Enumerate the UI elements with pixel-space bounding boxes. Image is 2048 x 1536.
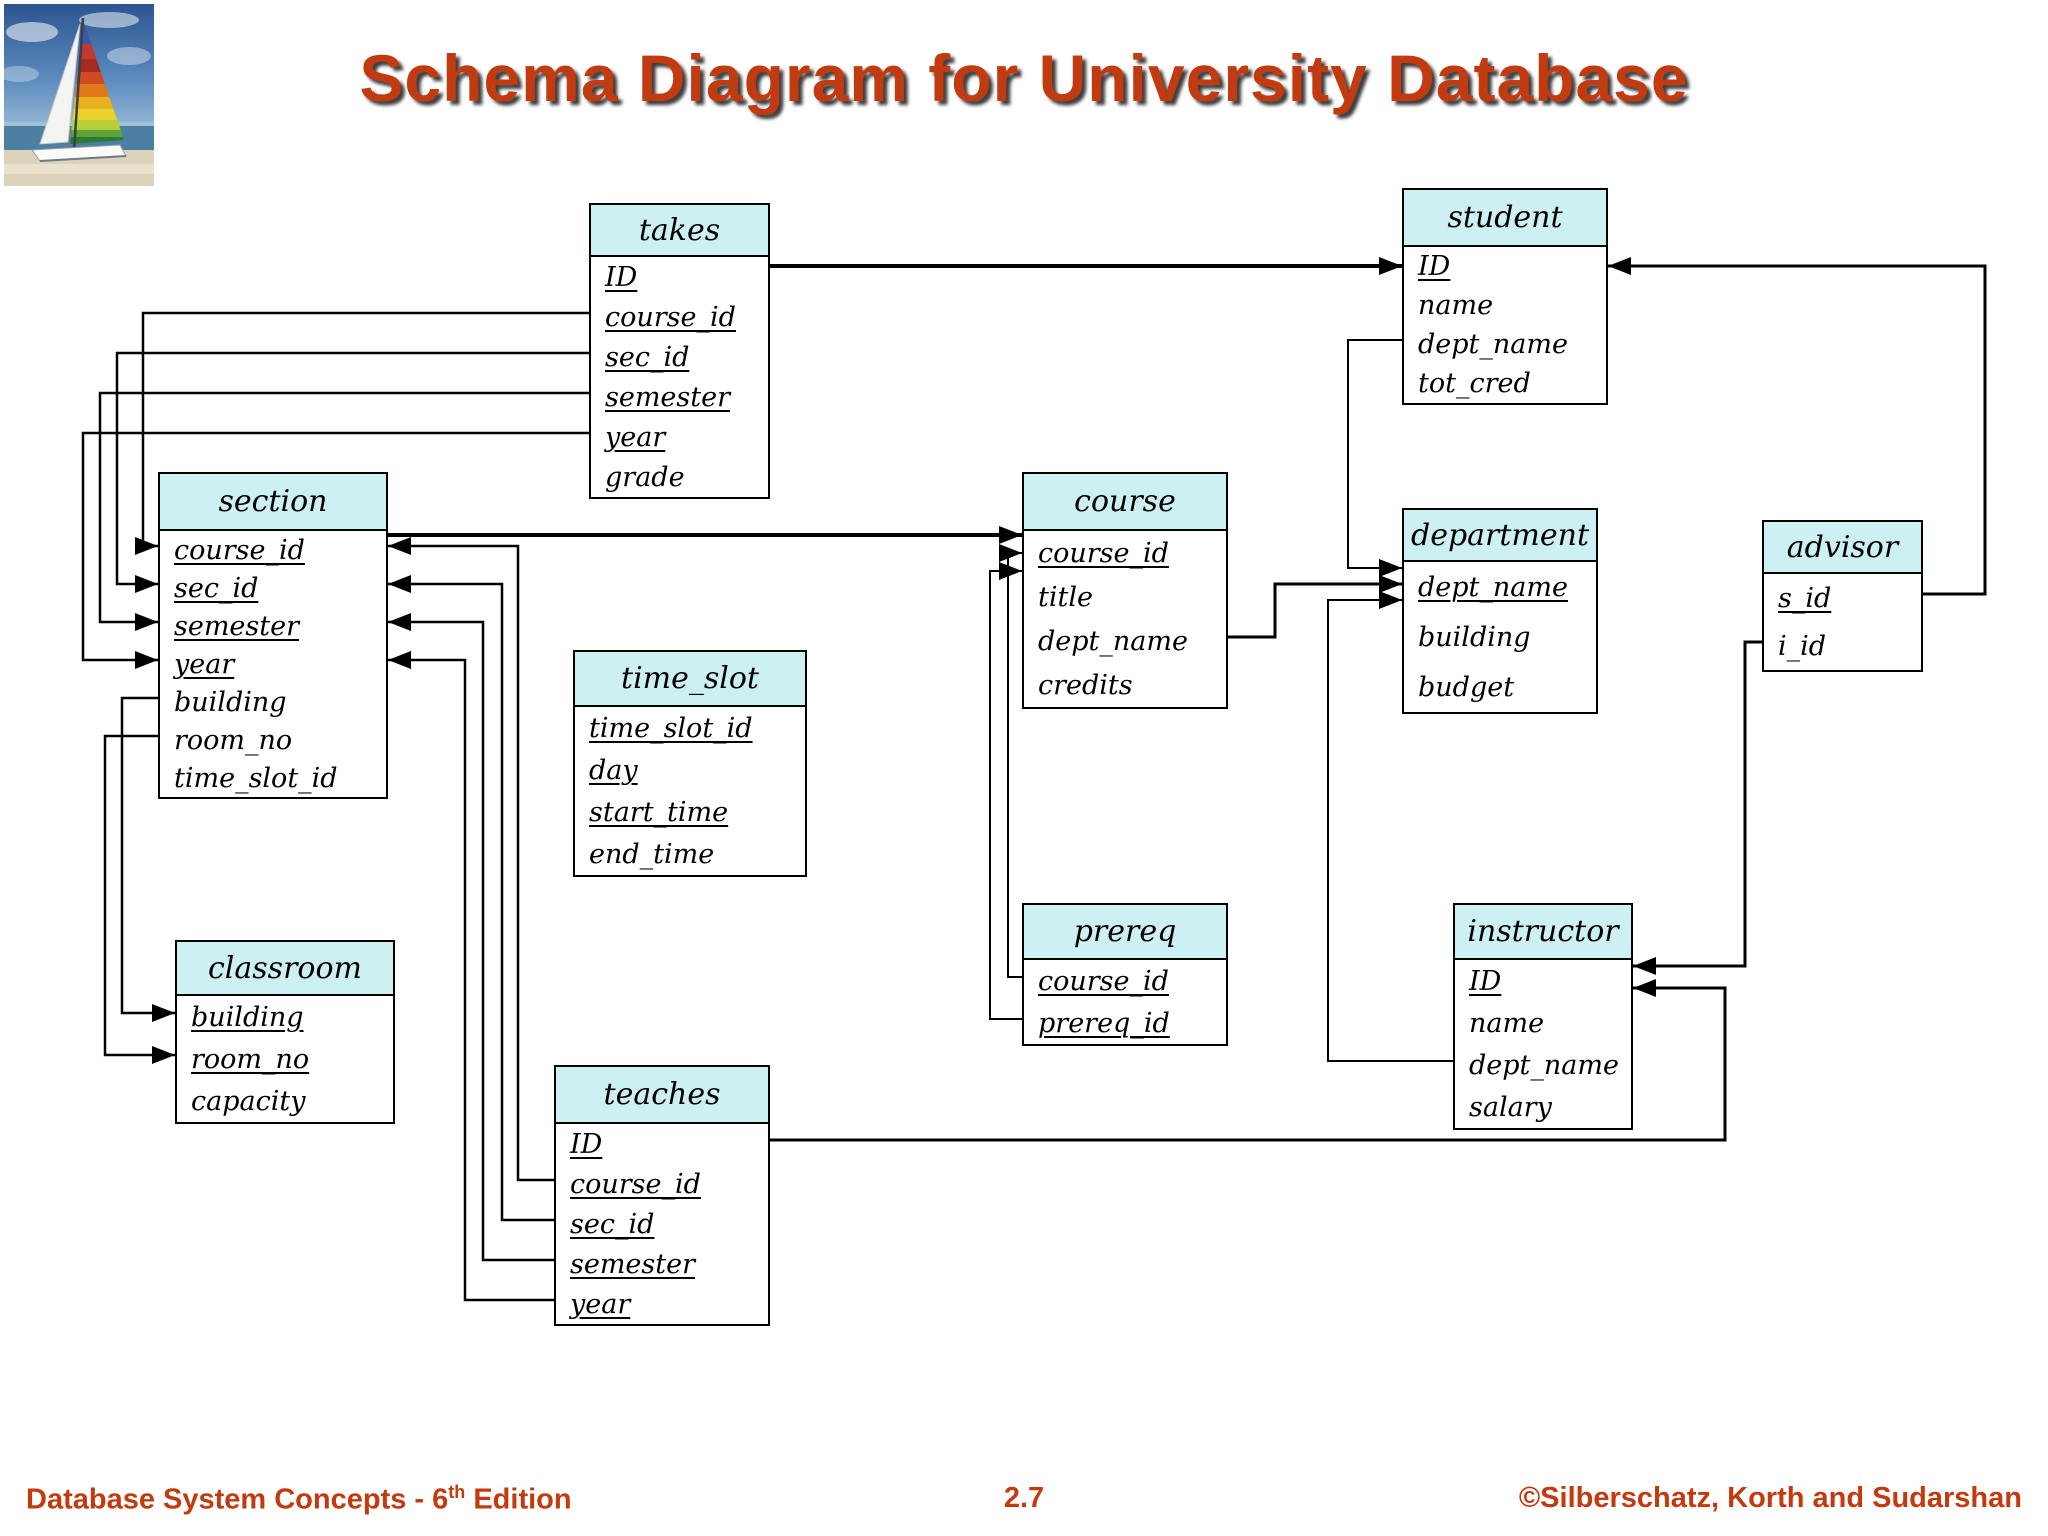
table-header-classroom: classroom bbox=[177, 942, 393, 996]
table-header-advisor: advisor bbox=[1764, 522, 1921, 574]
attribute-course-title: title bbox=[1038, 581, 1093, 613]
relationship-teaches.semester-to-section.semester bbox=[388, 613, 554, 1262]
table-header-teaches: teaches bbox=[556, 1067, 768, 1124]
table-header-instructor: instructor bbox=[1455, 905, 1631, 960]
attribute-takes-semester: semester bbox=[605, 381, 731, 413]
attribute-student-ID: ID bbox=[1418, 251, 1451, 282]
attribute-section-time_slot_id: time_slot_id bbox=[174, 762, 338, 794]
relationship-teaches.year-to-section.year bbox=[388, 651, 554, 1302]
relationship-teaches.sec_id-to-section.sec_id bbox=[388, 575, 554, 1222]
attribute-instructor-dept_name: dept_name bbox=[1469, 1049, 1619, 1081]
attribute-section-room_no: room_no bbox=[174, 724, 293, 756]
attribute-time_slot-start_time: start_time bbox=[589, 796, 729, 828]
sailboat-photo bbox=[4, 4, 154, 186]
table-header-prereq: prereq bbox=[1024, 905, 1226, 960]
attribute-classroom-building: building bbox=[191, 1001, 304, 1033]
attribute-section-course_id: course_id bbox=[174, 534, 305, 566]
relationship-teaches.course_id-to-section.course_id bbox=[388, 537, 554, 1182]
attribute-takes-ID: ID bbox=[605, 261, 638, 293]
attribute-teaches-course_id: course_id bbox=[570, 1168, 701, 1200]
footer-copyright: ©Silberschatz, Korth and Sudarshan bbox=[1518, 1482, 2022, 1514]
attribute-course-credits: credits bbox=[1038, 669, 1133, 701]
attribute-section-semester: semester bbox=[174, 610, 300, 642]
attribute-instructor-name: name bbox=[1469, 1007, 1545, 1039]
footer-book-title: Database System Concepts - 6th Edition bbox=[26, 1482, 572, 1516]
attribute-department-dept_name: dept_name bbox=[1418, 571, 1568, 603]
relationship-prereq.course_id-to-course.course_id bbox=[999, 544, 1022, 978]
attribute-teaches-year: year bbox=[570, 1288, 631, 1320]
attribute-student-name: name bbox=[1418, 290, 1494, 321]
attribute-takes-sec_id: sec_id bbox=[605, 341, 690, 373]
relationship-course.dept_name-to-department.dept_name bbox=[1228, 575, 1402, 639]
attribute-time_slot-end_time: end_time bbox=[589, 838, 715, 870]
attribute-section-year: year bbox=[174, 648, 235, 680]
attribute-department-building: building bbox=[1418, 621, 1531, 653]
table-department: department dept_name building budget bbox=[1402, 508, 1598, 714]
attribute-prereq-course_id: course_id bbox=[1038, 965, 1169, 997]
attribute-prereq-prereq_id: prereq_id bbox=[1038, 1007, 1170, 1039]
edition-superscript: th bbox=[448, 1482, 466, 1502]
relationship-prereq.prereq_id-to-course.course_id bbox=[989, 562, 1022, 1020]
table-advisor: advisor s_id i_id bbox=[1762, 520, 1923, 672]
page-number: 2.7 bbox=[1003, 1482, 1045, 1514]
attribute-advisor-s_id: s_id bbox=[1778, 582, 1832, 614]
attribute-teaches-ID: ID bbox=[570, 1128, 603, 1160]
attribute-student-tot_cred: tot_cred bbox=[1418, 368, 1531, 399]
table-header-course: course bbox=[1024, 474, 1226, 531]
slide-title: Schema Diagram for University Database bbox=[359, 41, 1689, 115]
relationship-advisor.i_id-to-instructor.ID bbox=[1633, 640, 1762, 975]
table-classroom: classroom building room_no capacity bbox=[175, 940, 395, 1124]
attribute-time_slot-day: day bbox=[589, 754, 638, 786]
attribute-course-dept_name: dept_name bbox=[1038, 625, 1188, 657]
attribute-course-course_id: course_id bbox=[1038, 537, 1169, 569]
table-header-takes: takes bbox=[591, 205, 768, 257]
table-header-section: section bbox=[160, 474, 386, 531]
attribute-section-building: building bbox=[174, 686, 287, 718]
attribute-teaches-semester: semester bbox=[570, 1248, 696, 1280]
attribute-instructor-ID: ID bbox=[1469, 965, 1502, 997]
table-header-student: student bbox=[1404, 190, 1606, 247]
attribute-advisor-i_id: i_id bbox=[1778, 630, 1827, 662]
attribute-classroom-room_no: room_no bbox=[191, 1043, 310, 1075]
table-header-time_slot: time_slot bbox=[575, 652, 805, 707]
attribute-classroom-capacity: capacity bbox=[191, 1085, 306, 1117]
attribute-section-sec_id: sec_id bbox=[174, 572, 259, 604]
attribute-instructor-salary: salary bbox=[1469, 1091, 1552, 1123]
attribute-takes-year: year bbox=[605, 421, 666, 453]
attribute-student-dept_name: dept_name bbox=[1418, 329, 1568, 360]
attribute-time_slot-time_slot_id: time_slot_id bbox=[589, 712, 753, 744]
attribute-takes-grade: grade bbox=[605, 461, 685, 493]
table-header-department: department bbox=[1404, 510, 1596, 562]
attribute-teaches-sec_id: sec_id bbox=[570, 1208, 655, 1240]
attribute-department-budget: budget bbox=[1418, 671, 1515, 703]
relationship-student.dept_name-to-department.dept_name bbox=[1347, 339, 1402, 577]
table-prereq: prereq course_id prereq_id bbox=[1022, 903, 1228, 1046]
attribute-takes-course_id: course_id bbox=[605, 301, 736, 333]
